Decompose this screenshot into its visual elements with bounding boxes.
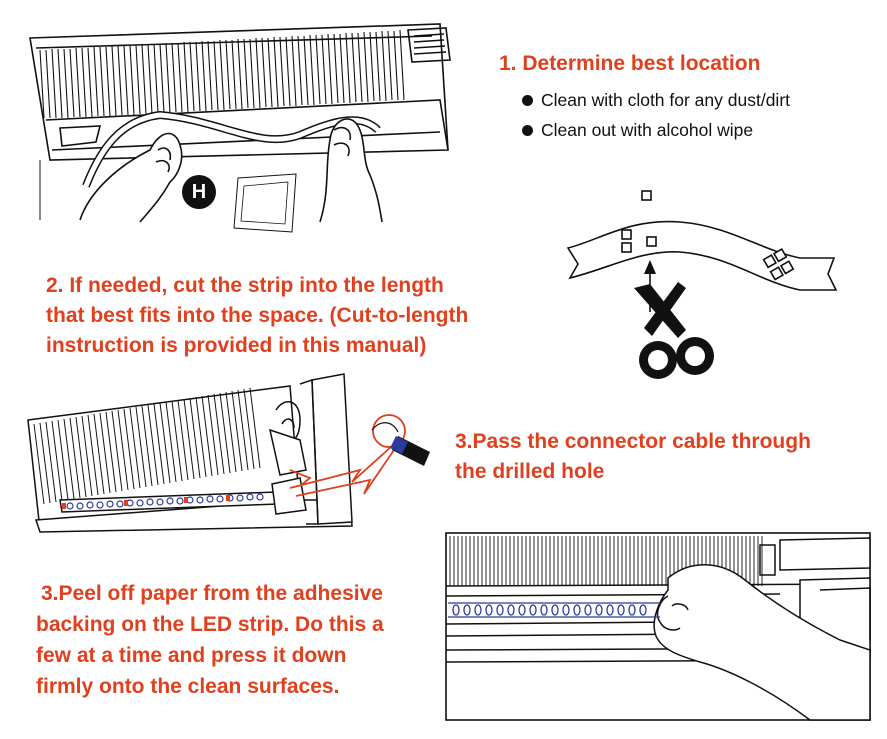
step3-peel-line: few at a time and press it down [36,644,347,667]
step1-bullet: Clean out with alcohol wipe [522,120,790,141]
step1-bullet-text: Clean out with alcohol wipe [541,120,754,140]
scissors-icon [634,282,714,379]
step1-bullet-text: Clean with cloth for any dust/dirt [541,90,791,110]
step2-line: 2. If needed, cut the strip into the len… [46,274,444,297]
step3-peel-line: 3.Peel off paper from the adhesive [41,582,383,605]
badge-h-label: H [191,181,207,203]
connector-plug-icon [371,422,430,466]
step2-line: that best fits into the space. (Cut-to-l… [46,304,469,327]
step1-bullet: Clean with cloth for any dust/dirt [522,90,790,111]
step3-peel-line: backing on the LED strip. Do this a [36,613,384,636]
step1-bullets: Clean with cloth for any dust/dirt Clean… [522,90,790,141]
step3-cable-line: 3.Pass the connector cable through [455,430,811,453]
step2-line: instruction is provided in this manual) [46,334,427,357]
step2-text: 2. If needed, cut the strip into the len… [46,271,468,361]
badge-h-icon [182,175,216,209]
step3-peel-line: firmly onto the clean surfaces. [36,675,340,698]
step3-peel-text: 3.Peel off paper from the adhesive backi… [36,578,384,702]
bullet-dot-icon [522,95,533,106]
step3-cable-text: 3.Pass the connector cable through the d… [455,427,811,487]
step1-title: 1. Determine best location [499,52,761,75]
step3-cable-line: the drilled hole [455,460,605,483]
bullet-dot-icon [522,125,533,136]
